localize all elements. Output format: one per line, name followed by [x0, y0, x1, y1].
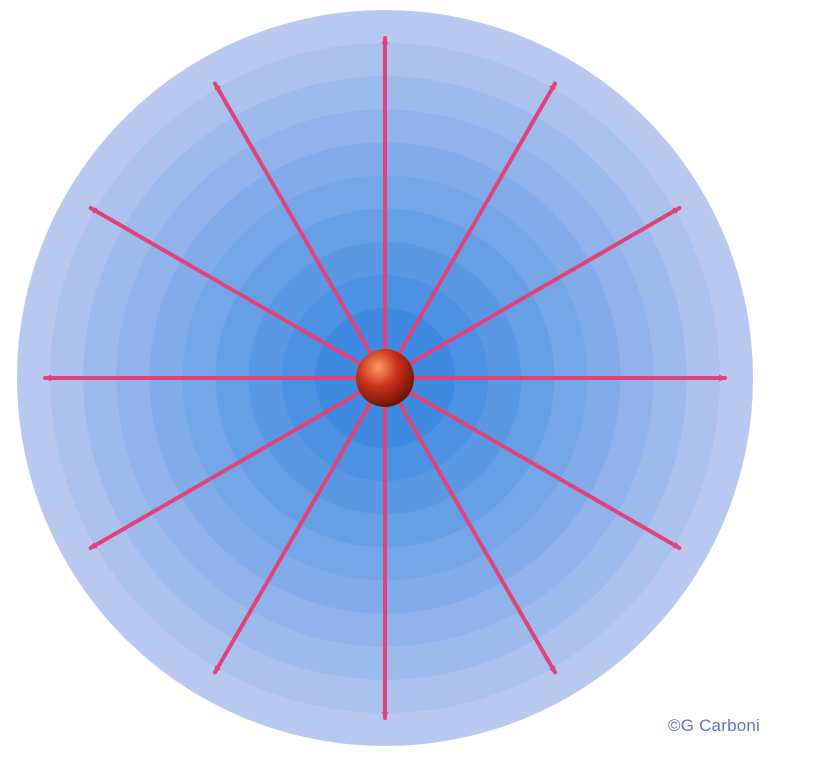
copyright-credit: ©G Carboni: [668, 716, 760, 736]
point-charge: [356, 349, 414, 407]
